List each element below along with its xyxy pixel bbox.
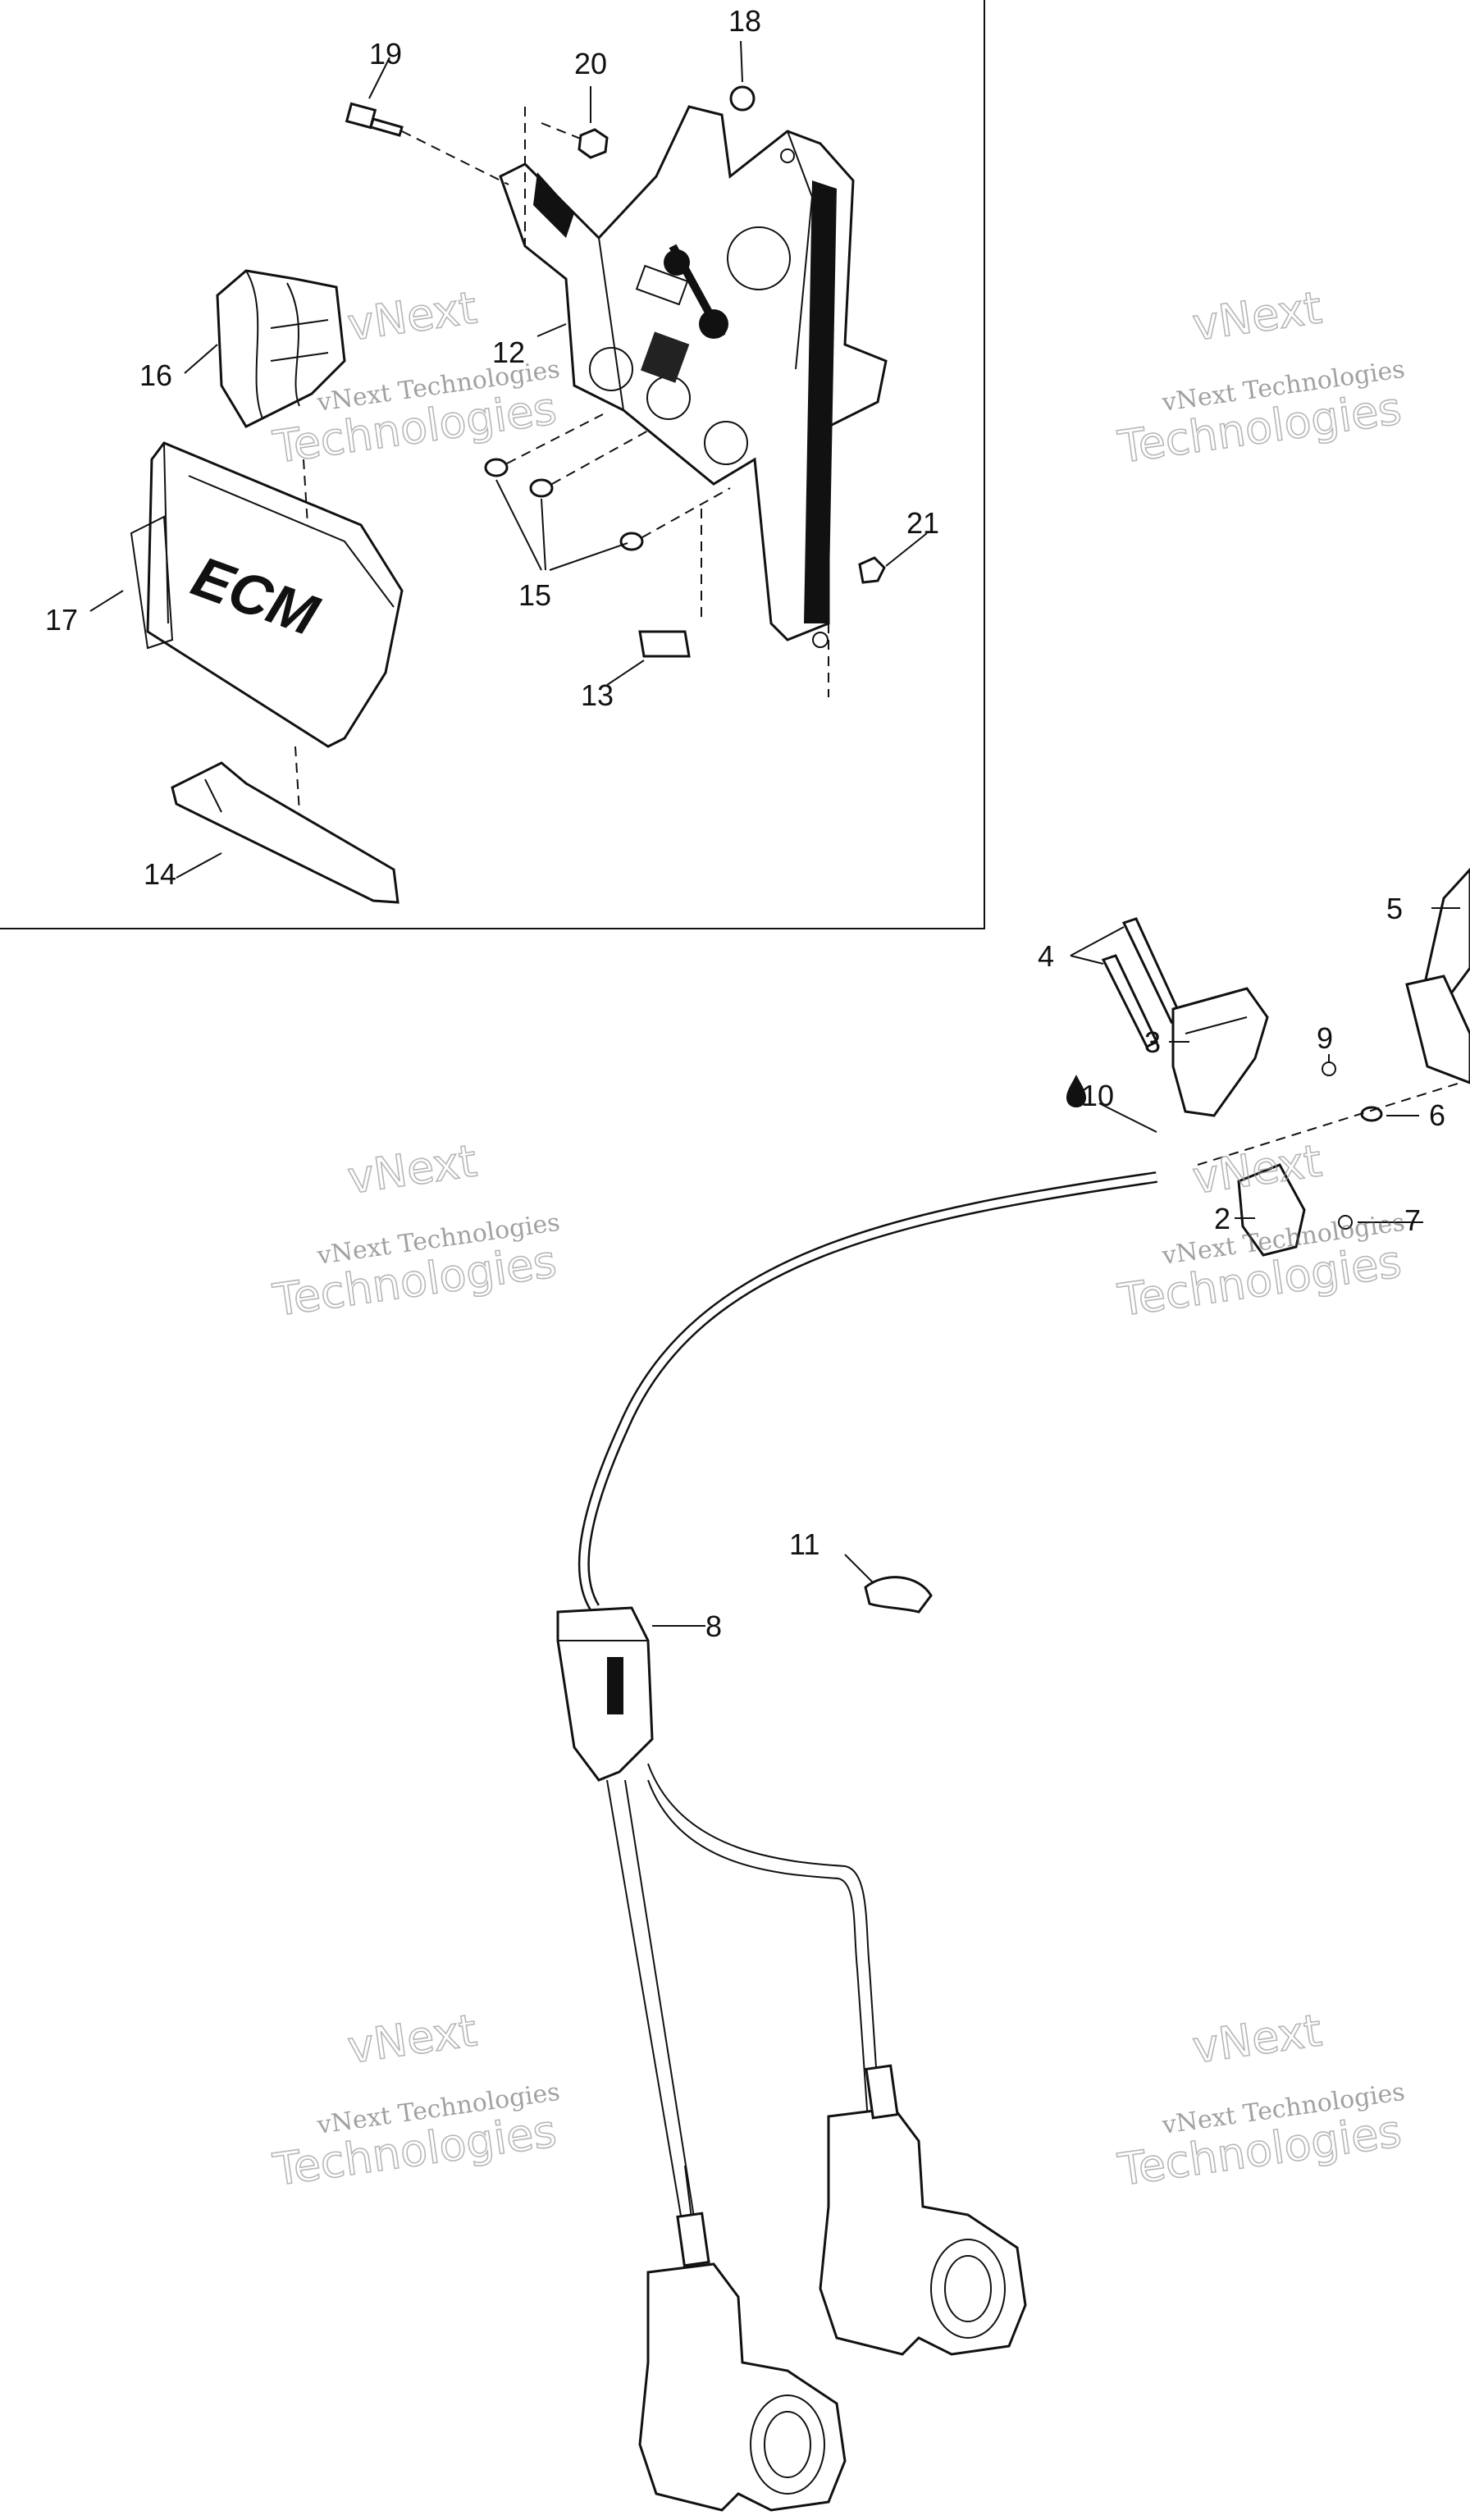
inset-frame [0,0,985,929]
callout-16: 16 [139,358,172,392]
callout-14: 14 [144,857,176,891]
callout-19: 19 [369,37,402,71]
leader-lines [89,40,1460,1627]
washer [1360,1106,1383,1122]
part-nut [541,122,609,159]
callout-20: 20 [574,47,607,80]
mounting-plate [499,105,888,697]
callout-6: 6 [1429,1098,1445,1132]
svg-text:vNext: vNext [1189,281,1325,350]
circlip [1322,1061,1336,1076]
callout-8: 8 [705,1609,722,1643]
callout-7: 7 [1404,1203,1421,1237]
watermark: vNext vNext Technologies Technologies [1114,281,1407,474]
connector [216,269,346,428]
callout-11: 11 [789,1527,819,1561]
callout-13: 13 [581,678,614,712]
pad [638,509,702,658]
clip [1338,1215,1353,1230]
callout-5: 5 [1386,892,1403,925]
part-screw [345,102,509,185]
bracket [171,761,399,904]
svg-text:vNext: vNext [345,2004,480,2073]
ecm-module: ECM [130,441,404,813]
cable-housing [1171,987,1269,1117]
throttle-lever [1405,867,1470,1084]
callout-18: 18 [728,4,761,38]
watermark: vNext vNext Technologies Technologies [1114,2004,1407,2197]
callout-17: 17 [45,603,78,637]
callout-15: 15 [518,578,551,612]
svg-text:vNext: vNext [1189,1134,1325,1203]
carburetor-right [819,2064,1027,2356]
oil-drop-icon [1066,1075,1086,1107]
part-cap [729,85,756,112]
svg-text:vNext: vNext [345,281,480,350]
callout-21: 21 [906,506,939,540]
callout-9: 9 [1317,1021,1333,1055]
carburetor-left [638,2165,847,2512]
watermark: vNext vNext Technologies Technologies [269,2004,562,2197]
clamp [864,1576,933,1614]
callout-2: 2 [1214,1202,1230,1235]
svg-text:vNext: vNext [345,1134,480,1203]
watermark: vNext vNext Technologies Technologies [269,1134,562,1327]
callout-12: 12 [492,336,525,369]
callout-4: 4 [1038,939,1054,973]
callout-10: 10 [1081,1079,1114,1112]
grommets [484,413,731,551]
throttle-cable [556,1171,1158,2265]
cable-bracket [1237,1163,1306,1257]
part-bolt [858,556,886,584]
callout-3: 3 [1144,1025,1161,1059]
svg-text:vNext: vNext [1189,2004,1325,2073]
screws-4 [1101,917,1183,1049]
